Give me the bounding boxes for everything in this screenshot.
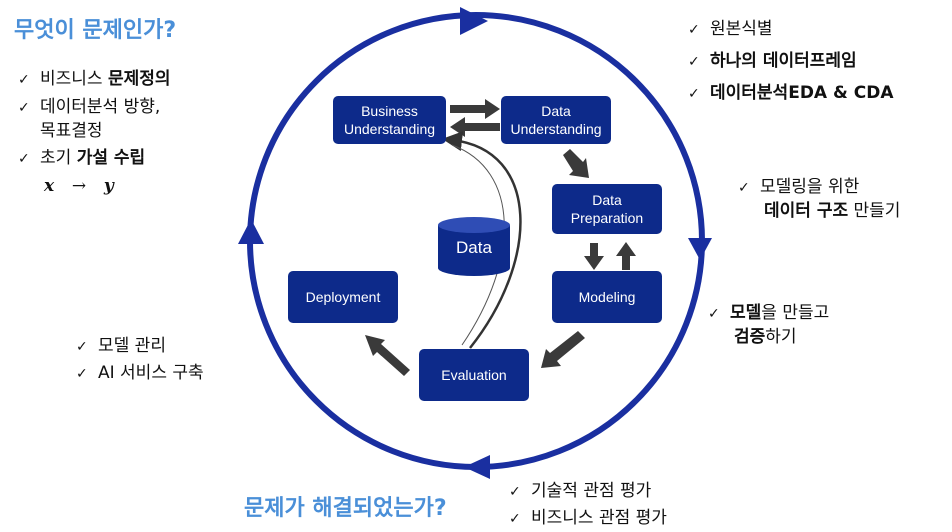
arrow-model-to-eval	[541, 331, 585, 368]
arrow-eval-to-deploy	[365, 335, 410, 376]
question-top: 무엇이 문제인가?	[14, 18, 177, 43]
data-cylinder	[438, 217, 510, 276]
box-modeling: Modeling	[552, 271, 662, 323]
box-deployment: Deployment	[288, 271, 398, 323]
ring-arrow-left	[238, 219, 264, 244]
ring-arrow-bottom	[464, 455, 490, 479]
data-cylinder-label: Data	[456, 238, 492, 257]
arrow-prep-to-model	[584, 243, 604, 270]
flow-arrows	[365, 99, 636, 376]
question-bottom: 문제가 해결되었는가?	[244, 496, 447, 521]
note-top-left: ✓비즈니스 문제정의 ✓데이터분석 방향, 목표결정 ✓초기 가설 수립 x →…	[18, 69, 171, 196]
box-evaluation: Evaluation	[419, 349, 529, 401]
note-evaluation: ✓기술적 관점 평가 ✓비즈니스 관점 평가	[509, 481, 667, 528]
note-model: ✓모델을 만들고 검증하기	[708, 303, 830, 347]
ring-arrow-top	[460, 7, 488, 35]
note-data-structure: ✓모델링을 위한 데이터 구조 만들기	[738, 177, 901, 221]
arrow-eval-to-business-curve	[442, 131, 522, 349]
arrow-data-to-biz	[450, 117, 500, 137]
arrow-data-to-prep	[563, 149, 589, 178]
note-deployment: ✓모델 관리 ✓AI 서비스 구축	[76, 336, 204, 383]
note-top-right: ✓원본식별 ✓하나의 데이터프레임 ✓데이터분석EDA & CDA	[688, 19, 894, 103]
ring-arrow-right	[688, 238, 712, 260]
arrow-model-to-prep	[616, 242, 636, 270]
arrow-biz-to-data	[450, 99, 500, 119]
